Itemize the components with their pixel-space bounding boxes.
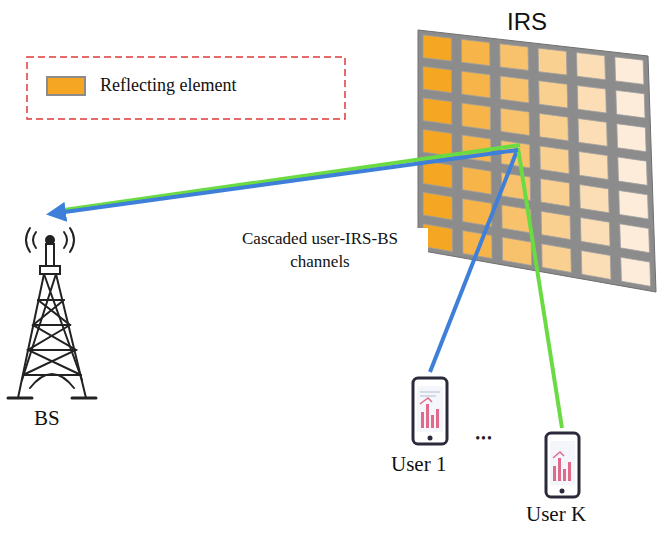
phone-icon	[413, 378, 447, 444]
reflecting-element	[577, 86, 606, 113]
reflecting-element	[619, 190, 649, 219]
reflecting-element	[539, 113, 568, 140]
reflecting-element	[615, 57, 644, 84]
reflecting-element	[462, 71, 491, 98]
reflecting-element	[542, 244, 572, 273]
channel-line	[50, 150, 518, 214]
reflecting-element	[578, 119, 607, 147]
reflecting-element	[539, 81, 568, 108]
irs-panel-node: IRS	[415, 6, 660, 296]
reflecting-element	[618, 157, 647, 185]
reflecting-element	[617, 124, 646, 152]
phone-icon	[546, 433, 579, 497]
ellipsis: •••	[462, 430, 506, 449]
reflecting-element	[577, 53, 606, 80]
reflecting-element	[501, 108, 530, 135]
channel-line	[64, 145, 520, 210]
reflecting-element	[538, 48, 567, 75]
channel-line	[430, 148, 518, 372]
reflecting-element	[616, 90, 645, 118]
base-station-node: BS	[4, 214, 100, 436]
reflecting-element	[541, 211, 570, 239]
legend-swatch	[46, 76, 86, 96]
node-label: User 1	[391, 452, 446, 477]
reflecting-element	[462, 167, 491, 194]
reflecting-element	[620, 224, 650, 253]
reflecting-element	[540, 146, 569, 174]
legend-text: Reflecting element	[100, 75, 236, 96]
irs-frame	[418, 30, 656, 292]
reflecting-element	[500, 76, 529, 103]
reflecting-element	[581, 251, 611, 280]
reflecting-element	[580, 185, 609, 213]
reflecting-element	[541, 179, 570, 207]
node-label: IRS	[507, 8, 547, 37]
reflecting-element	[461, 39, 489, 65]
reflecting-element	[500, 44, 529, 71]
reflecting-element	[423, 129, 452, 156]
reflecting-element	[462, 103, 491, 130]
channel-line	[518, 148, 562, 428]
reflecting-element	[423, 192, 452, 219]
reflecting-element	[423, 66, 451, 92]
reflecting-element	[423, 161, 452, 188]
legend-frame	[27, 57, 345, 119]
reflecting-element	[579, 152, 608, 180]
reflecting-element	[423, 35, 451, 61]
reflecting-element	[423, 98, 452, 125]
irs-panel	[418, 30, 656, 292]
user-node: User K	[518, 428, 618, 534]
reflecting-element	[621, 257, 651, 286]
reflecting-element	[502, 237, 531, 265]
reflecting-element	[580, 218, 610, 247]
channel-label: Cascaded user-IRS-BS channels	[212, 228, 428, 274]
node-label: User K	[526, 502, 586, 527]
bs-tower	[8, 228, 96, 398]
node-label: BS	[34, 406, 60, 431]
user-node: User 1	[385, 372, 477, 484]
